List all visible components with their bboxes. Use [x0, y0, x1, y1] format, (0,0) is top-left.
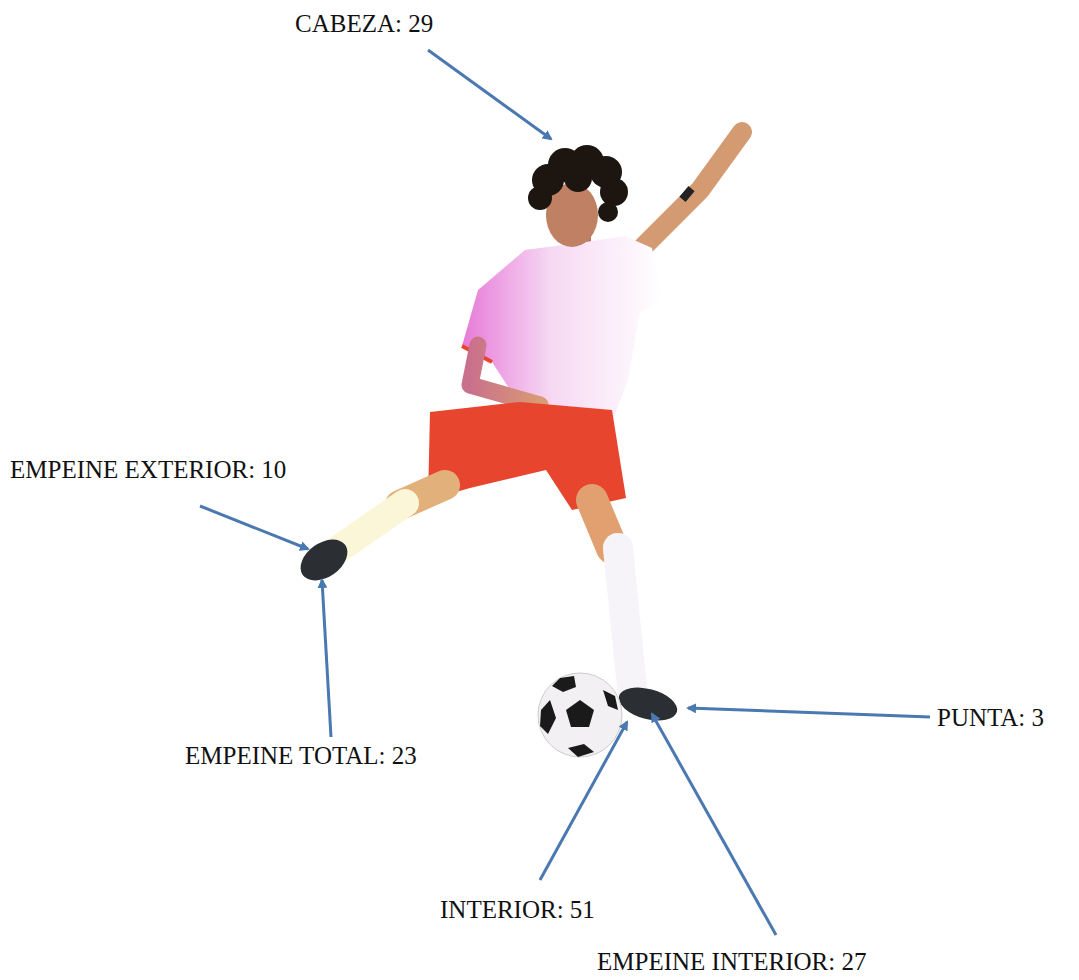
callout-number: EMPEINE EXTERIOR: 10	[10, 456, 286, 484]
ball	[538, 673, 622, 757]
sock	[618, 548, 632, 688]
ball-patch	[568, 744, 594, 757]
callout-number: CABEZA: 29	[295, 10, 433, 38]
sock	[340, 503, 405, 548]
callout-number: EMPEINE TOTAL: 23	[185, 742, 417, 770]
callout-number: INTERIOR: 51	[440, 896, 595, 924]
shirt	[462, 236, 662, 428]
bent-arm	[470, 345, 540, 405]
boot	[615, 682, 681, 727]
ball-patch	[566, 700, 594, 727]
ball-patch	[540, 700, 556, 734]
raised-arm	[640, 132, 742, 250]
hair	[528, 145, 628, 222]
ball-patch	[603, 690, 618, 710]
callout-number: EMPEINE INTERIOR: 27	[597, 948, 866, 976]
ball-patch	[552, 676, 576, 692]
leader-lines	[200, 50, 930, 935]
sock-shade	[618, 548, 632, 688]
wristband	[679, 186, 694, 202]
boot	[293, 531, 355, 589]
callout-number: PUNTA: 3	[937, 704, 1044, 732]
